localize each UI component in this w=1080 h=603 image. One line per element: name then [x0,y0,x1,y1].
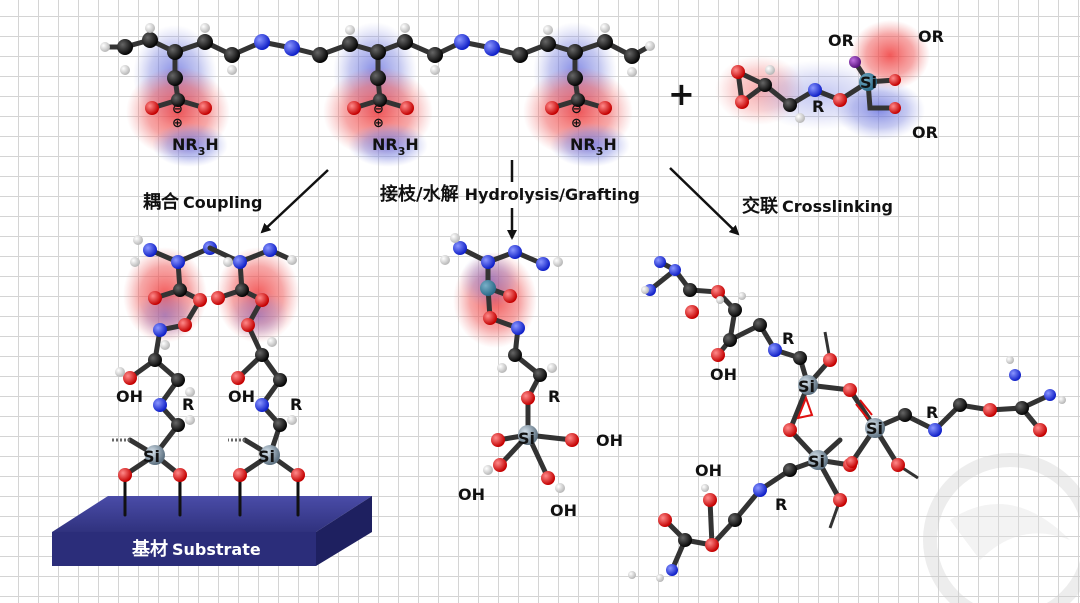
amine-label: NR3H [372,135,419,158]
charge-minus: ⊖ [571,102,582,117]
charge-minus: ⊖ [172,102,183,117]
charge-plus: ⊕ [373,116,384,131]
oh-label-3: OH [550,501,577,520]
oh-label-1: OH [596,431,623,450]
charge-labels-2: ⊖ ⊕ NR3H [372,102,419,158]
grafted-molecule: R Si OH OH OH [440,233,623,520]
crosslinked-network: OH R Si Si Si R OH R [628,256,1066,582]
silicon-label: Si [860,73,877,92]
si-label: Si [143,447,160,466]
r-label-1: R [782,329,794,348]
charge-labels-3: ⊖ ⊕ NR3H [570,102,617,158]
amine-label: NR3H [172,135,219,158]
charge-plus: ⊕ [172,116,183,131]
charge-minus: ⊖ [373,102,384,117]
r-label: R [290,395,302,414]
crosslinking-arrow [669,167,740,236]
r-label: R [548,387,560,406]
coupled-chain-1: OH R Si [112,235,217,517]
or-label-2: OR [918,27,944,46]
coupling-arrow [260,169,329,234]
charge-plus: ⊕ [571,116,582,131]
or-label-1: OR [828,31,854,50]
polymer-molecule: ⊖ ⊕ NR3H ⊖ ⊕ NR3H ⊖ ⊕ NR3H [100,22,655,167]
watermark-logo [923,453,1080,603]
r-label: R [182,395,194,414]
si-label: Si [518,429,535,448]
amine-label: NR3H [570,135,617,158]
backbone-atoms [100,23,655,115]
charge-labels-1: ⊖ ⊕ NR3H [172,102,219,158]
si-label-3: Si [808,452,825,471]
r-label-2: R [926,403,938,422]
oh-label-1: OH [710,365,737,384]
plus-sign: + [668,75,695,113]
r-label-3: R [775,495,787,514]
oh-label: OH [116,387,143,406]
oh-label-2: OH [458,485,485,504]
si-label-2: Si [866,419,883,438]
oh-label: OH [228,387,255,406]
or-label-3: OR [912,123,938,142]
silane-molecule: Si R OR OR OR [715,20,944,142]
r-group-label: R [812,97,824,116]
si-label-1: Si [798,377,815,396]
coupled-chain-2: OH R Si [207,243,305,517]
si-label: Si [258,447,275,466]
oh-label-2: OH [695,461,722,480]
pathway-arrows [260,160,740,240]
